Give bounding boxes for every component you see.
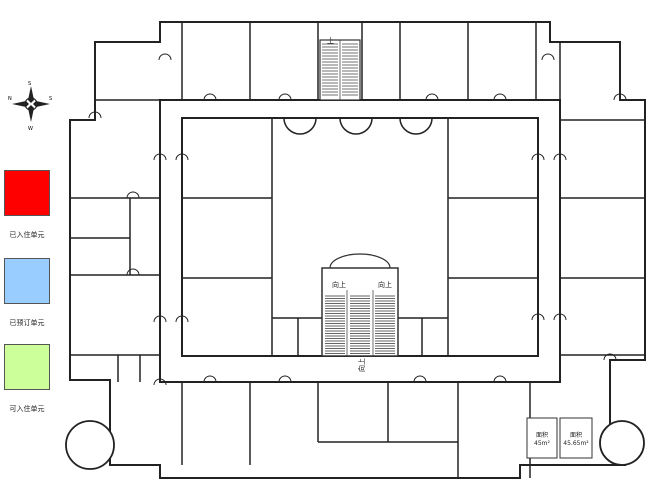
room-b-name: 面积 xyxy=(569,432,582,439)
door-swing xyxy=(153,378,167,386)
door-swing xyxy=(158,53,172,61)
center-stair-right-label: 向上 xyxy=(378,281,392,289)
center-stair-bottom-label: 向上 xyxy=(358,358,366,372)
compass-west: W xyxy=(28,126,33,132)
door-swing xyxy=(413,375,427,383)
compass-south-top: S xyxy=(28,81,31,87)
door-swing xyxy=(425,93,439,101)
legend-occupied-label: 已入住单元 xyxy=(9,231,45,239)
top-stair-up-label: 上 xyxy=(327,37,334,45)
room-a-name: 面积 xyxy=(535,432,548,439)
center-stair-left-label: 向上 xyxy=(332,281,346,289)
door-swing xyxy=(278,93,292,101)
legend-reserved-label: 已预订单元 xyxy=(9,319,45,327)
top-stair xyxy=(319,39,361,101)
door-swing xyxy=(175,153,189,161)
door-swing xyxy=(153,315,167,323)
corner-tower-left xyxy=(65,420,115,470)
door-swing xyxy=(541,53,555,61)
compass-south-right: S xyxy=(49,96,52,102)
compass-rose: S N S W xyxy=(8,78,54,134)
room-b xyxy=(559,417,593,459)
room-a-label[interactable]: 面积 45m² xyxy=(527,432,557,448)
compass-north: N xyxy=(8,96,12,102)
corner-tower-right xyxy=(599,420,645,466)
door-swing xyxy=(175,315,189,323)
room-a xyxy=(526,417,558,459)
door-swing xyxy=(493,93,507,101)
door-swing xyxy=(126,268,140,276)
courtyard-arches xyxy=(283,117,433,135)
legend-occupied-swatch[interactable] xyxy=(4,170,50,216)
door-swing xyxy=(493,375,507,383)
door-swing xyxy=(203,375,217,383)
door-swing xyxy=(553,313,567,321)
legend-available-label: 可入住单元 xyxy=(9,405,45,413)
legend-available-swatch[interactable] xyxy=(4,344,50,390)
door-swing xyxy=(88,111,102,119)
room-b-area: 45.65m² xyxy=(563,440,589,447)
door-swing xyxy=(153,153,167,161)
door-swing xyxy=(553,153,567,161)
room-a-area: 45m² xyxy=(534,440,550,447)
door-swing xyxy=(531,313,545,321)
door-swing xyxy=(613,93,627,101)
room-b-label[interactable]: 面积 45.65m² xyxy=(560,432,592,448)
door-swing xyxy=(278,375,292,383)
door-swing xyxy=(126,191,140,199)
door-swing xyxy=(531,153,545,161)
center-stair xyxy=(321,253,399,357)
legend-reserved-swatch[interactable] xyxy=(4,258,50,304)
door-swing xyxy=(203,93,217,101)
door-swing xyxy=(603,353,617,361)
